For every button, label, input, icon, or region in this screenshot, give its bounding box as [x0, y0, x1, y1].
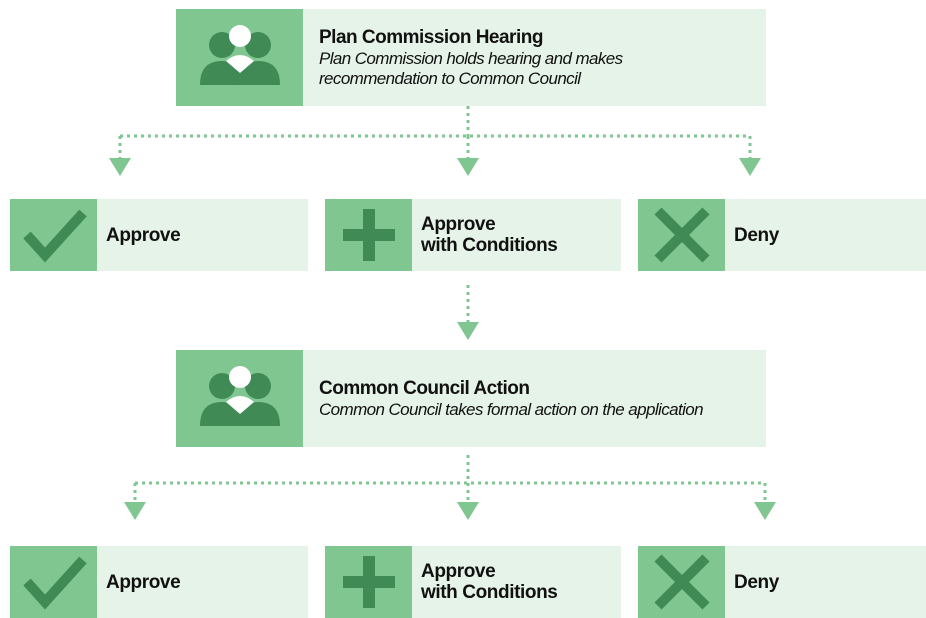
stage-description: Plan Commission holds hearing and makes [319, 48, 623, 68]
people-icon [176, 9, 303, 106]
arrowhead [457, 322, 479, 340]
outcome-label: Approve [421, 561, 496, 582]
stage-title: Plan Commission Hearing [319, 26, 543, 48]
outcome-label: Deny [734, 571, 779, 593]
outcome-approve-with-conditions: Approve with Conditions [325, 546, 621, 618]
x-icon [638, 546, 725, 618]
stage-description: Common Council takes formal action on th… [319, 399, 704, 419]
outcome-approve: Approve [10, 546, 308, 618]
outcome-approve-with-conditions: Approve with Conditions [325, 199, 621, 271]
stage-title: Common Council Action [319, 377, 530, 399]
plus-icon [325, 546, 412, 618]
stage-description: recommendation to Common Council [319, 68, 581, 88]
outcome-deny: Deny [638, 199, 926, 271]
arrowhead [457, 158, 479, 176]
arrowhead [739, 158, 761, 176]
people-icon [176, 350, 303, 447]
outcome-approve: Approve [10, 199, 308, 271]
checkmark-icon [10, 546, 97, 618]
plan-commission-hearing-box: Plan Commission Hearing Plan Commission … [176, 9, 766, 106]
arrowhead [109, 158, 131, 176]
outcome-label: Approve [421, 214, 496, 235]
outcome-label: Deny [734, 224, 779, 246]
outcome-label-line2: with Conditions [421, 582, 558, 603]
plus-icon [325, 199, 412, 271]
common-council-action-box: Common Council Action Common Council tak… [176, 350, 766, 447]
outcome-label: Approve [106, 571, 181, 593]
arrowhead [754, 502, 776, 520]
checkmark-icon [10, 199, 97, 271]
arrowhead [457, 502, 479, 520]
outcome-label-line2: with Conditions [421, 235, 558, 256]
x-icon [638, 199, 725, 271]
arrowhead [124, 502, 146, 520]
outcome-label: Approve [106, 224, 181, 246]
outcome-deny: Deny [638, 546, 926, 618]
